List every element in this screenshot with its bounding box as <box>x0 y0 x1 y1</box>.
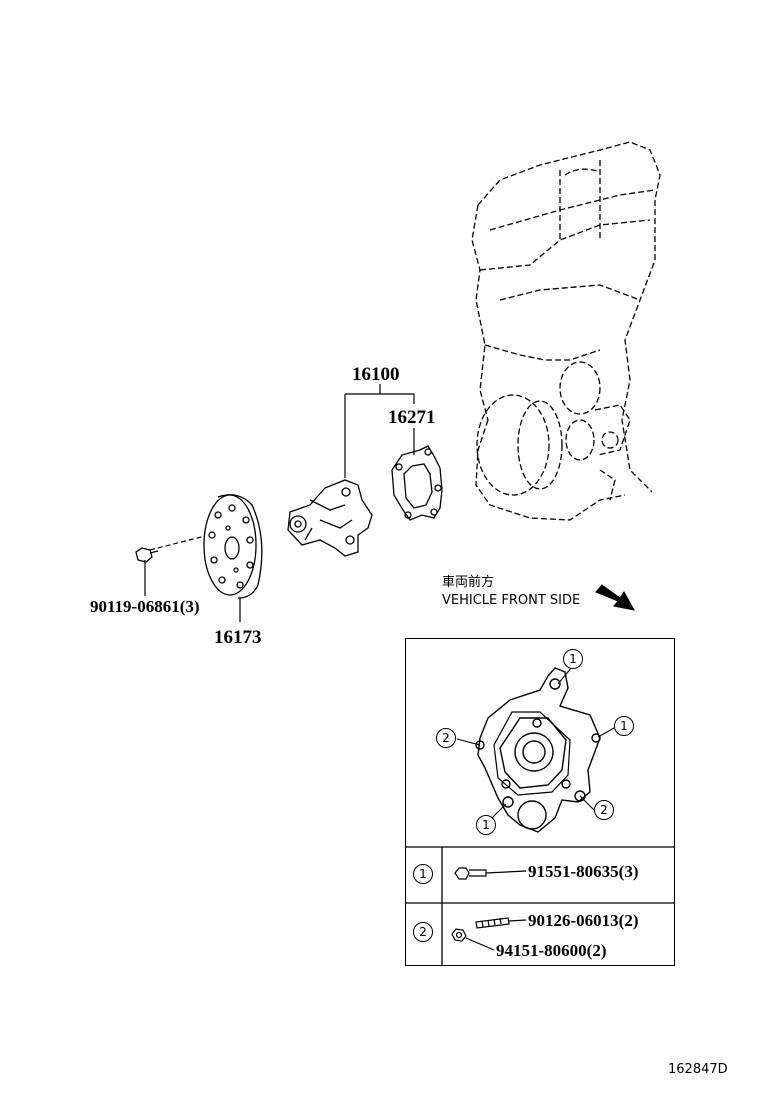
legend-key-1: 1 <box>413 864 433 884</box>
inset-callout-2-bottom-right: 2 <box>594 800 614 820</box>
inset-detail-box <box>405 638 675 966</box>
engine-block-outline <box>471 141 661 521</box>
inset-callout-1-top: 1 <box>563 649 583 669</box>
pulley-drawing <box>203 494 263 599</box>
legend-part-91551-80635: 91551-80635(3) <box>528 862 639 881</box>
legend-key-2: 2 <box>413 922 433 942</box>
inset-callout-1-bottom: 1 <box>476 815 496 835</box>
gasket-drawing <box>391 445 443 521</box>
label-16100: 16100 <box>352 364 400 385</box>
label-16173: 16173 <box>214 627 262 648</box>
vehicle-front-arrow <box>595 584 635 611</box>
legend-part-94151-80600: 94151-80600(2) <box>496 941 607 960</box>
pulley-bolt-drawing <box>135 547 159 563</box>
stud-and-nut-drawing <box>451 917 527 951</box>
vehicle-front-note-jp: 車両前方 <box>442 575 495 590</box>
water-pump-drawing <box>287 479 373 557</box>
inset-callout-2-left: 2 <box>436 728 456 748</box>
label-16271: 16271 <box>388 407 436 428</box>
leader-lines <box>144 384 415 622</box>
diagram-id: 162847D <box>668 1062 728 1077</box>
legend-part-90126-06013: 90126-06013(2) <box>528 911 639 930</box>
flange-bolt-drawing <box>454 867 527 880</box>
inset-callout-1-right: 1 <box>614 716 634 736</box>
label-90119-06861: 90119-06861(3) <box>90 597 200 616</box>
inset-legend-grid <box>405 846 675 966</box>
vehicle-front-note-en: VEHICLE FRONT SIDE <box>442 593 581 608</box>
inset-flange-drawing <box>475 667 601 833</box>
inset-callout-leaders <box>456 666 615 819</box>
